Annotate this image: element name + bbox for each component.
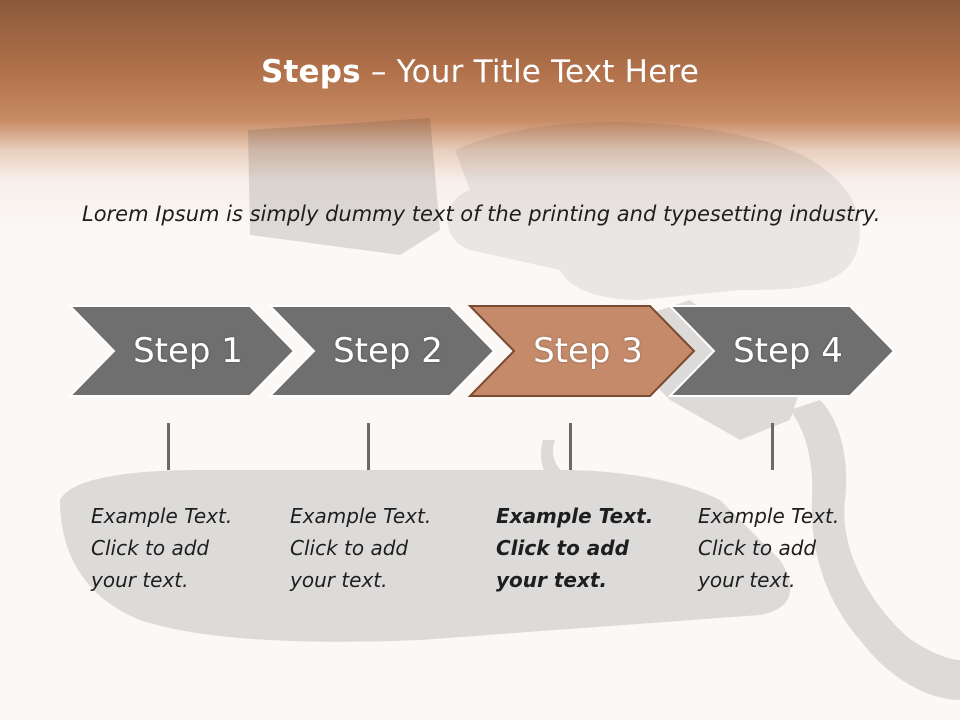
- step-4-label: Step 4: [733, 331, 843, 371]
- step-3-text[interactable]: Example Text. Click to add your text.: [496, 500, 686, 596]
- step-4-text[interactable]: Example Text. Click to add your text.: [698, 500, 888, 596]
- step-1-line-3: your text.: [91, 568, 189, 592]
- title-rest: – Your Title Text Here: [370, 54, 700, 90]
- step-4-line-3: your text.: [698, 568, 796, 592]
- connector-line-2: [367, 423, 370, 470]
- connector-line-1: [167, 423, 170, 470]
- intro-paragraph: Lorem Ipsum is simply dummy text of the …: [82, 202, 881, 226]
- step-3-label: Step 3: [533, 331, 643, 371]
- connector-line-4: [771, 423, 774, 470]
- step-2-line-2: Click to add: [290, 536, 409, 560]
- step-4-line-1: Example Text.: [698, 504, 840, 528]
- chevron-step-2[interactable]: [267, 305, 496, 397]
- connector-line-3: [569, 423, 572, 470]
- step-3-line-3: your text.: [496, 568, 608, 592]
- slide-title: Steps – Your Title Text Here: [0, 54, 960, 90]
- step-1-text[interactable]: Example Text. Click to add your text.: [91, 500, 281, 596]
- step-2-line-1: Example Text.: [290, 504, 432, 528]
- step-3-line-1: Example Text.: [496, 504, 654, 528]
- chevron-step-3[interactable]: [467, 305, 696, 397]
- step-2-line-3: your text.: [290, 568, 388, 592]
- step-1-label: Step 1: [133, 331, 243, 371]
- title-bold: Steps: [260, 54, 361, 90]
- chevron-step-4[interactable]: [667, 305, 896, 397]
- step-1-line-1: Example Text.: [91, 504, 233, 528]
- step-4-line-2: Click to add: [698, 536, 817, 560]
- step-2-label: Step 2: [333, 331, 443, 371]
- step-1-line-2: Click to add: [91, 536, 210, 560]
- step-3-line-2: Click to add: [496, 536, 629, 560]
- chevron-step-1[interactable]: [67, 305, 296, 397]
- step-2-text[interactable]: Example Text. Click to add your text.: [290, 500, 480, 596]
